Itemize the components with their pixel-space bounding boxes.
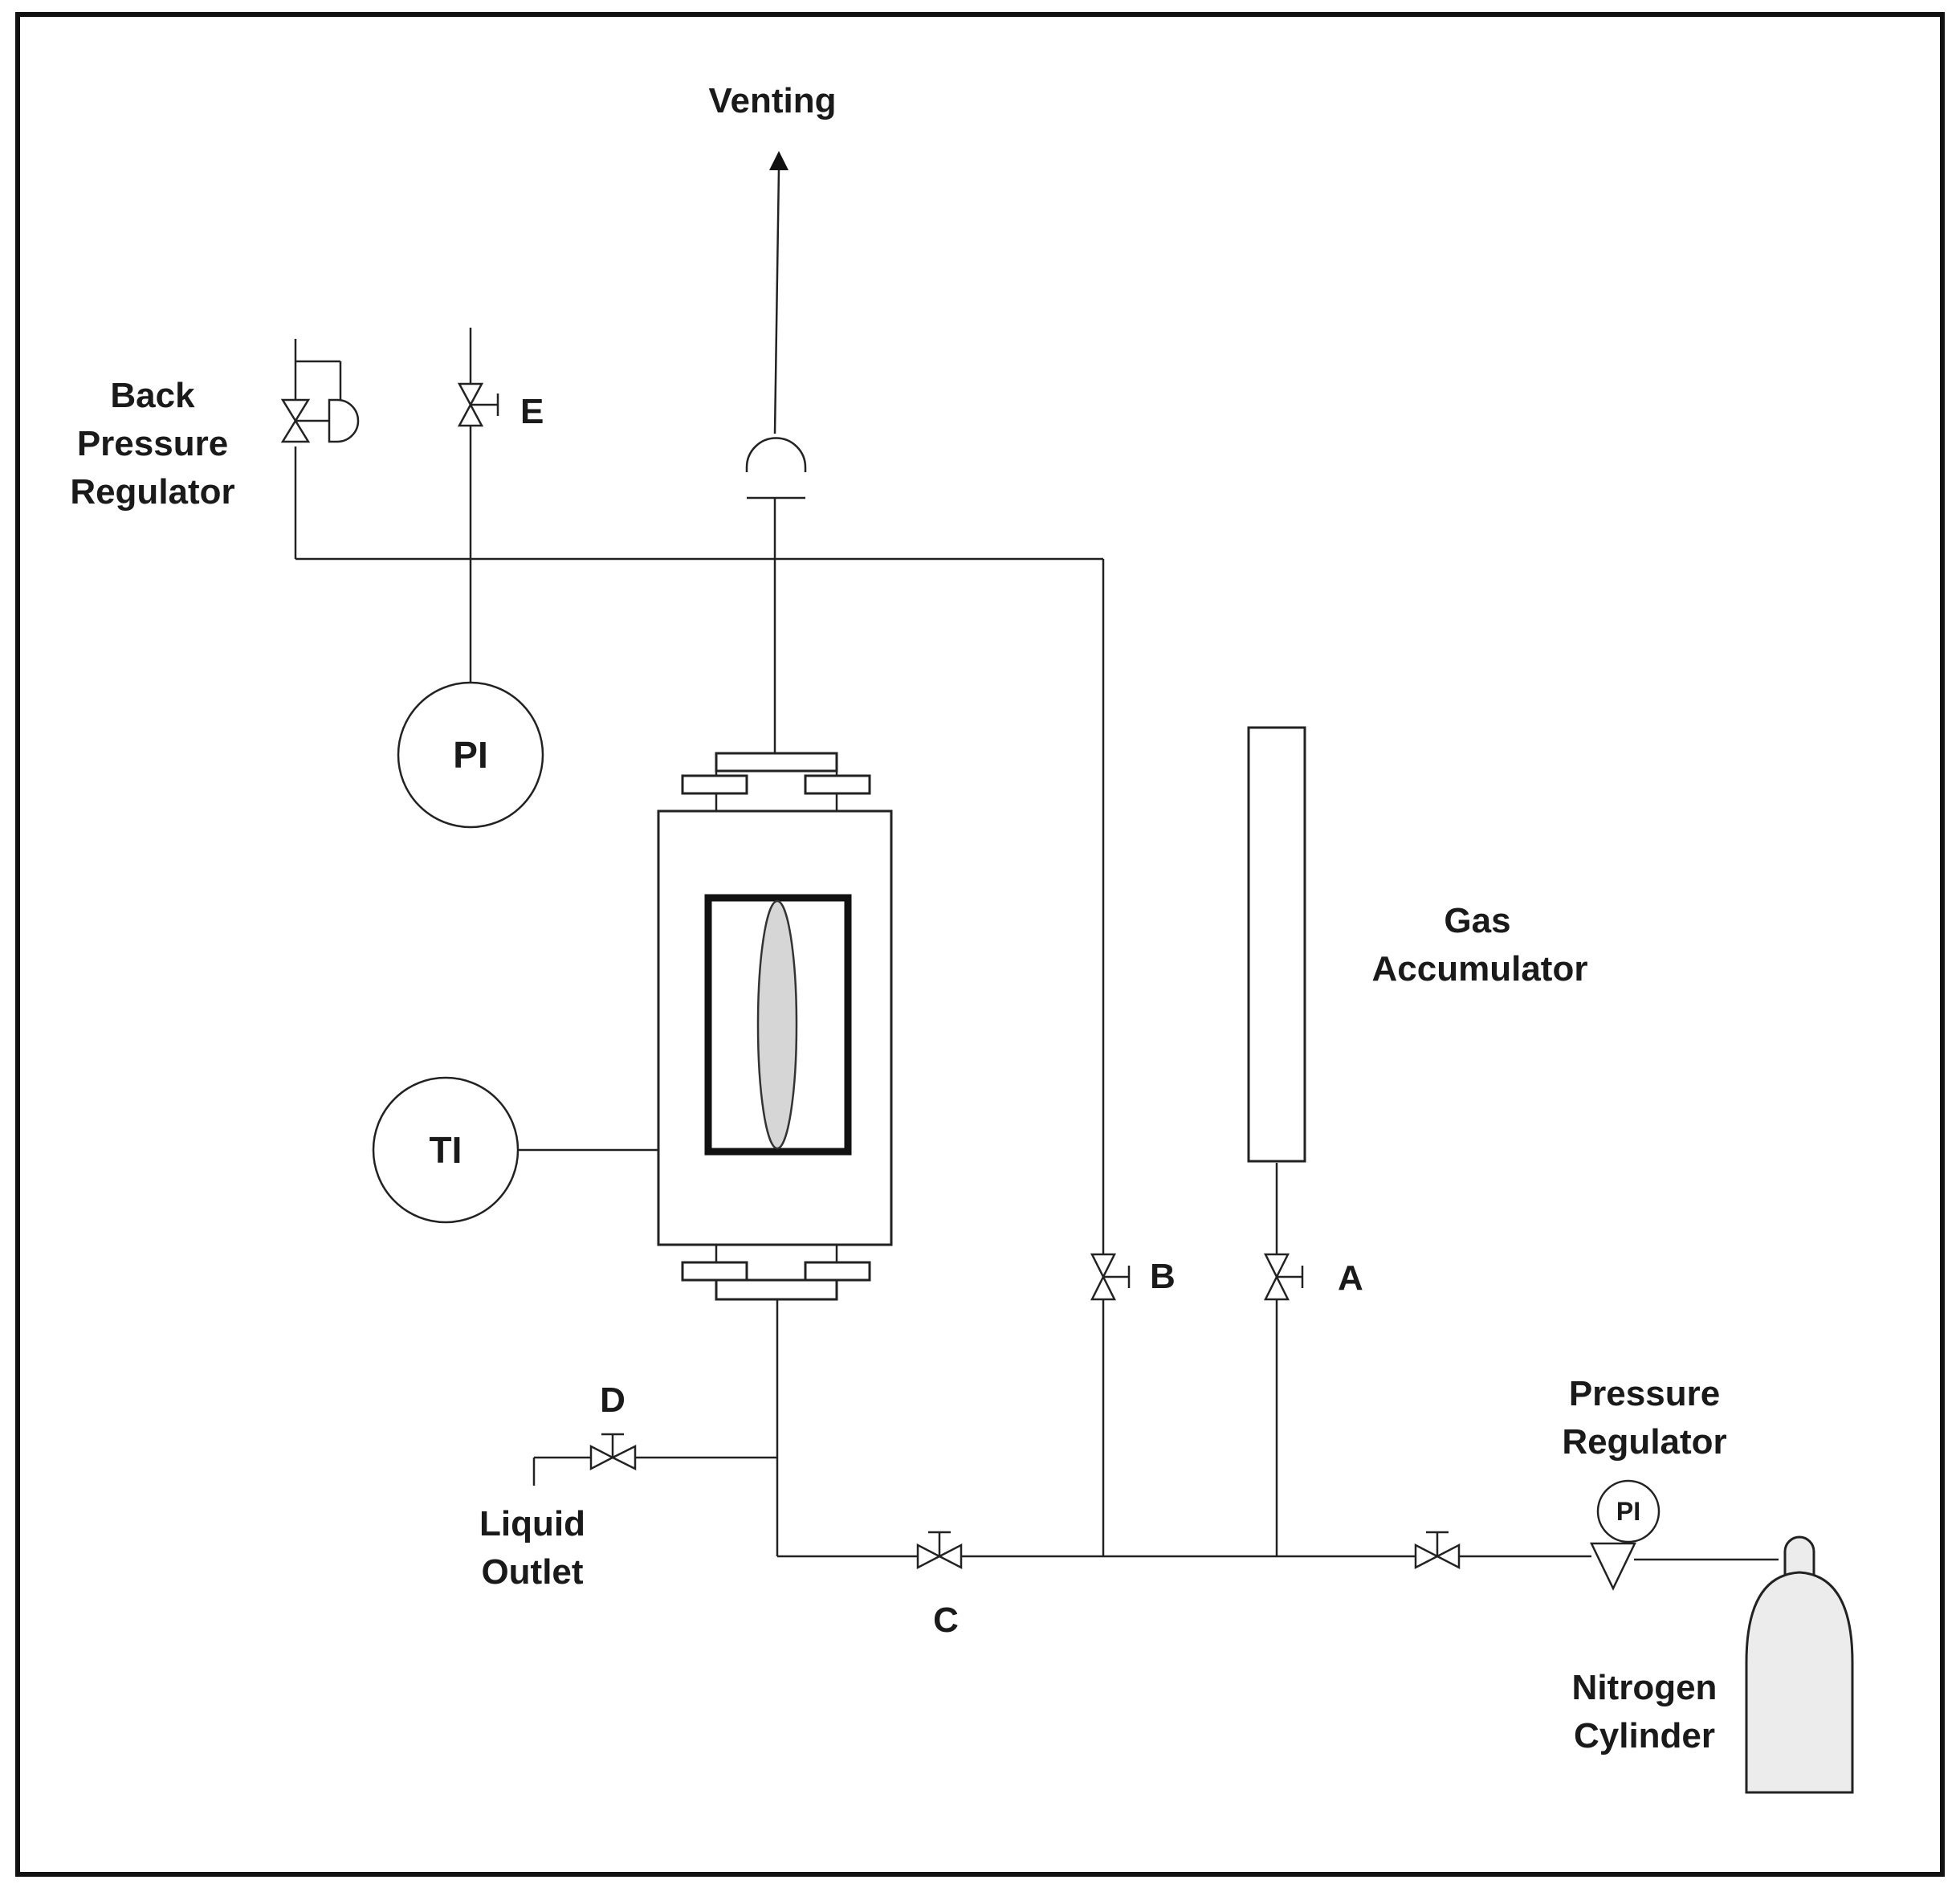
valve-e[interactable] xyxy=(457,382,499,427)
bpr-label-line-1: Back xyxy=(110,376,195,415)
pressure-regulator xyxy=(1590,1542,1636,1591)
view-cell-vessel xyxy=(657,752,893,1301)
valve-c-label: C xyxy=(933,1600,959,1640)
vent-device xyxy=(745,437,807,500)
gas-accumulator-label-line-2: Accumulator xyxy=(1372,949,1588,989)
piping xyxy=(294,168,1779,1561)
nitrogen-cylinder-label: Nitrogen Cylinder xyxy=(1572,1668,1718,1755)
nitrogen-cylinder-label-line-1: Nitrogen xyxy=(1572,1668,1718,1707)
bpr-label-line-2: Pressure xyxy=(77,424,228,463)
valve-b[interactable] xyxy=(1090,1253,1131,1301)
nitrogen-cylinder xyxy=(1745,1535,1854,1794)
valve-d-label: D xyxy=(600,1380,625,1420)
valve-c[interactable] xyxy=(916,1531,963,1570)
nitrogen-cylinder-label-line-2: Cylinder xyxy=(1574,1716,1715,1755)
liquid-outlet-label: Liquid Outlet xyxy=(479,1504,585,1592)
gas-accumulator-label-line-1: Gas xyxy=(1444,901,1510,940)
regulator-gauge: PI xyxy=(1596,1479,1660,1543)
temperature-indicator: TI xyxy=(372,1076,520,1224)
regulator-gauge-label: PI xyxy=(1616,1497,1640,1526)
pressure-regulator-label-line-2: Regulator xyxy=(1562,1422,1726,1462)
pressure-regulator-label: Pressure Regulator xyxy=(1562,1374,1726,1462)
back-pressure-regulator-label: Back Pressure Regulator xyxy=(70,376,234,512)
back-pressure-regulator xyxy=(280,339,360,443)
valve-b-label: B xyxy=(1150,1257,1176,1296)
venting-label: Venting xyxy=(709,81,837,120)
valve-e-label: E xyxy=(520,392,544,431)
diagram-border xyxy=(15,12,1945,1877)
pressure-indicator: PI xyxy=(397,681,544,829)
window-lens xyxy=(756,899,798,1150)
pressure-indicator-label: PI xyxy=(453,734,487,776)
bpr-label-line-3: Regulator xyxy=(70,472,234,512)
temperature-indicator-label: TI xyxy=(430,1129,462,1171)
valve-a[interactable] xyxy=(1263,1253,1304,1301)
liquid-outlet-label-line-2: Outlet xyxy=(481,1552,583,1592)
supply-valve[interactable] xyxy=(1414,1531,1461,1570)
gas-accumulator-tube xyxy=(1247,726,1306,1163)
gas-accumulator-label: Gas Accumulator xyxy=(1372,901,1588,989)
valve-a-label: A xyxy=(1338,1258,1363,1298)
venting-arrow-icon xyxy=(769,151,788,170)
pressure-regulator-label-line-1: Pressure xyxy=(1569,1374,1720,1413)
valve-d[interactable] xyxy=(589,1433,637,1471)
liquid-outlet-label-line-1: Liquid xyxy=(479,1504,585,1543)
